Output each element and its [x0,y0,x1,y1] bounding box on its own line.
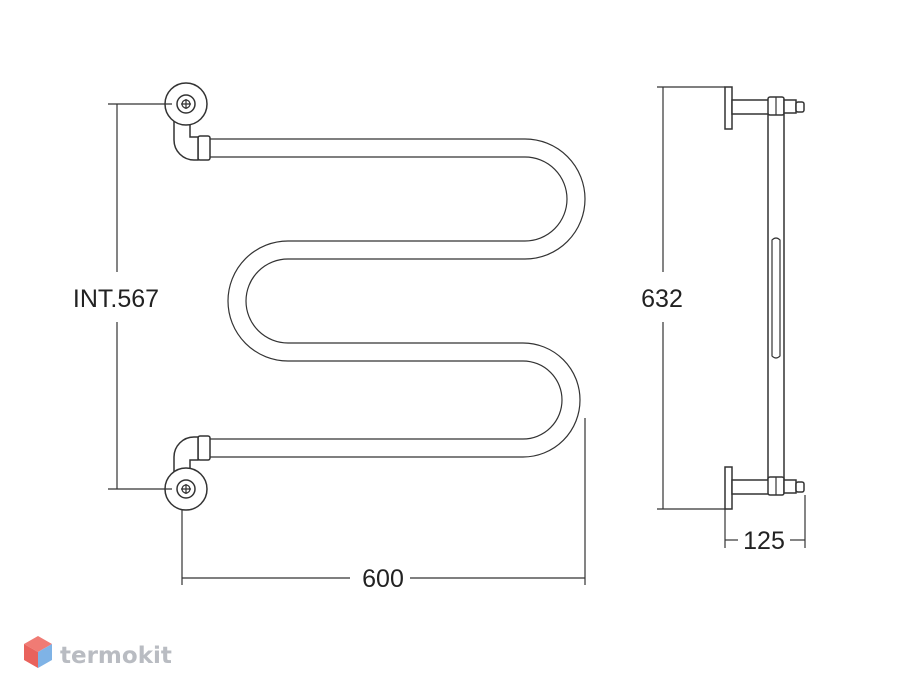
cube-logo-icon [24,636,52,668]
bottom-coupling-sleeve [197,435,211,461]
top-coupling-sleeve [197,135,211,161]
height-dimension [657,86,725,510]
width-dimension [181,418,586,585]
bottom-wall-flange [164,467,208,511]
side-top-fitting [767,96,805,116]
depth-dimension [724,495,806,548]
side-pipe-highlight [771,237,781,359]
height-dimension-label: 632 [641,285,683,313]
side-bottom-fitting [767,476,805,496]
side-top-wall-plate [724,86,733,130]
brand-name: termokit [60,643,172,669]
serpentine-pipe-inner-edge [210,156,568,440]
interaxial-dimension [108,103,172,490]
side-view: 632 125 [641,86,806,555]
interaxial-dimension-label: INT.567 [73,285,159,313]
top-wall-flange [164,82,208,126]
brand-logo: termokit [24,636,172,669]
width-dimension-label: 600 [362,565,404,593]
side-bottom-bracket [731,479,771,495]
side-vertical-pipe [767,111,785,481]
serpentine-pipe-outer-edge [210,138,586,458]
front-view: INT.567 600 [73,82,586,593]
side-top-bracket [731,99,771,115]
side-bottom-wall-plate [724,466,733,510]
depth-dimension-label: 125 [743,527,785,555]
